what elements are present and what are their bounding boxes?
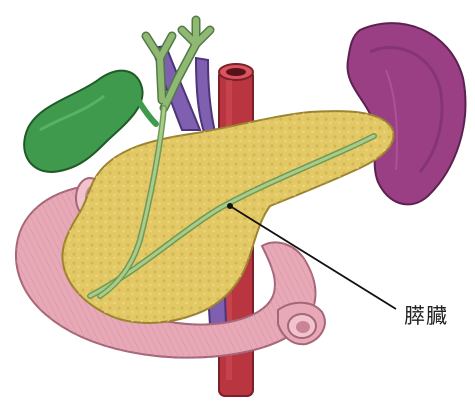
pancreas — [62, 111, 393, 323]
pancreas-label: 膵臓 — [404, 300, 448, 330]
